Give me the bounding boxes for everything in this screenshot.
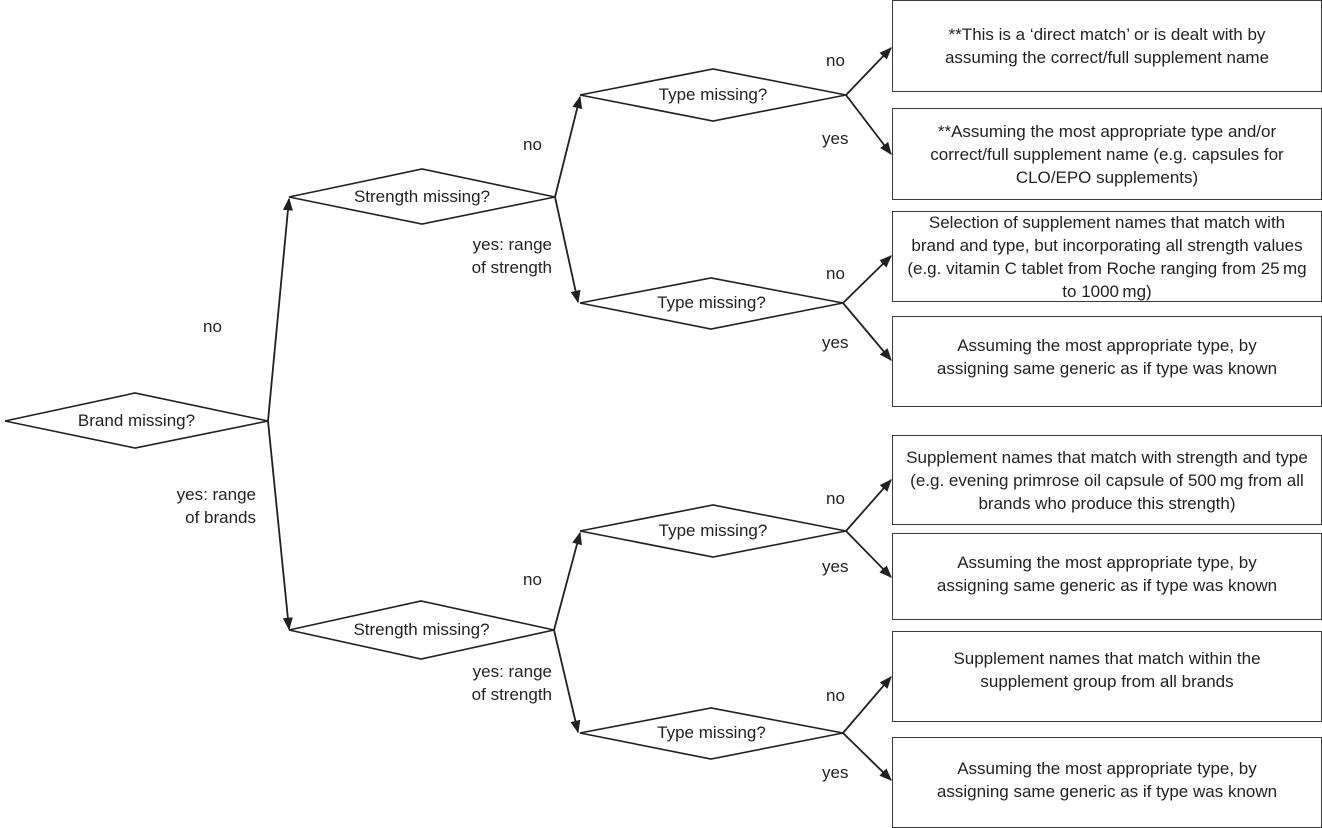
decision-type-1-text: Type missing?	[658, 85, 768, 104]
edge-label-strength-top-yes: yes: range of strength	[452, 233, 552, 279]
arrow-strength-bottom-no	[553, 531, 582, 631]
edge-label-type-4-yes: yes	[822, 763, 849, 782]
edge-label-type-3-yes: yes	[822, 557, 849, 576]
arrow-strength-bottom-yes	[553, 629, 581, 734]
edge-label-brand-no: no	[203, 317, 222, 336]
edge-label-brand-yes: yes: range of brands	[160, 483, 256, 529]
decision-strength-top-text: Strength missing?	[353, 187, 491, 206]
edge-label-strength-bottom-yes-line1: yes: range	[472, 662, 552, 681]
edge-label-strength-bottom-yes: yes: range of strength	[452, 660, 552, 706]
outcome-text-8: Assuming the most appropriate type, by a…	[936, 758, 1278, 801]
edge-label-type-1-yes: yes	[822, 129, 849, 148]
decision-type-2-text: Type missing?	[657, 293, 766, 312]
edge-label-strength-top-yes-line1: yes: range	[472, 235, 552, 254]
edge-label-type-1-no: no	[826, 51, 845, 70]
edge-label-strength-bottom-no: no	[523, 570, 542, 589]
edge-label-brand-yes-line1: yes: range	[176, 485, 256, 504]
edge-label-brand-yes-line2: of brands	[185, 508, 256, 527]
decision-brand-text: Brand missing?	[77, 411, 196, 430]
arrow-brand-no	[267, 197, 293, 422]
arrow-type-3-yes	[845, 530, 892, 578]
arrow-type-1-yes	[845, 94, 892, 156]
edge-label-type-4-no: no	[826, 686, 845, 705]
outcome-box-6: Assuming the most appropriate type, by a…	[892, 533, 1322, 620]
arrow-type-1-no	[845, 47, 892, 96]
arrow-type-4-no	[842, 676, 892, 734]
arrow-type-3-no	[845, 479, 892, 532]
outcome-text-3: Selection of supplement names that match…	[907, 212, 1307, 301]
outcome-text-2: **Assuming the most appropriate type and…	[930, 121, 1284, 187]
outcome-box-1: **This is a ‘direct match’ or is dealt w…	[892, 0, 1322, 92]
outcome-text-5: Supplement names that match with strengt…	[906, 447, 1308, 513]
arrow-type-2-no	[842, 255, 892, 304]
arrow-brand-yes	[267, 420, 293, 631]
edge-label-strength-bottom-yes-line2: of strength	[471, 685, 552, 704]
decision-strength-bottom-text: Strength missing?	[353, 620, 490, 639]
edge-label-strength-top-no: no	[523, 135, 542, 154]
outcome-text-7: Supplement names that match within the s…	[953, 648, 1261, 691]
outcome-box-4: Assuming the most appropriate type, by a…	[892, 316, 1322, 407]
edge-label-type-3-no: no	[826, 489, 845, 508]
outcome-box-3: Selection of supplement names that match…	[892, 211, 1322, 302]
edge-label-type-2-no: no	[826, 264, 845, 283]
decision-type-4-text: Type missing?	[657, 723, 766, 742]
arrow-strength-top-no	[554, 95, 583, 198]
outcome-text-6: Assuming the most appropriate type, by a…	[936, 552, 1278, 595]
outcome-box-7: Supplement names that match within the s…	[892, 631, 1322, 722]
outcome-box-8: Assuming the most appropriate type, by a…	[892, 737, 1322, 828]
arrow-type-4-yes	[842, 732, 892, 781]
decision-type-3-text: Type missing?	[658, 521, 768, 540]
arrow-strength-top-yes	[554, 196, 581, 304]
edge-label-strength-top-yes-line2: of strength	[471, 258, 552, 277]
outcome-text-1: **This is a ‘direct match’ or is dealt w…	[944, 25, 1270, 67]
outcome-text-4: Assuming the most appropriate type, by a…	[936, 335, 1278, 378]
edge-label-type-2-yes: yes	[822, 333, 849, 352]
outcome-box-5: Supplement names that match with strengt…	[892, 435, 1322, 525]
outcome-box-2: **Assuming the most appropriate type and…	[892, 108, 1322, 200]
arrow-type-2-yes	[842, 302, 892, 361]
